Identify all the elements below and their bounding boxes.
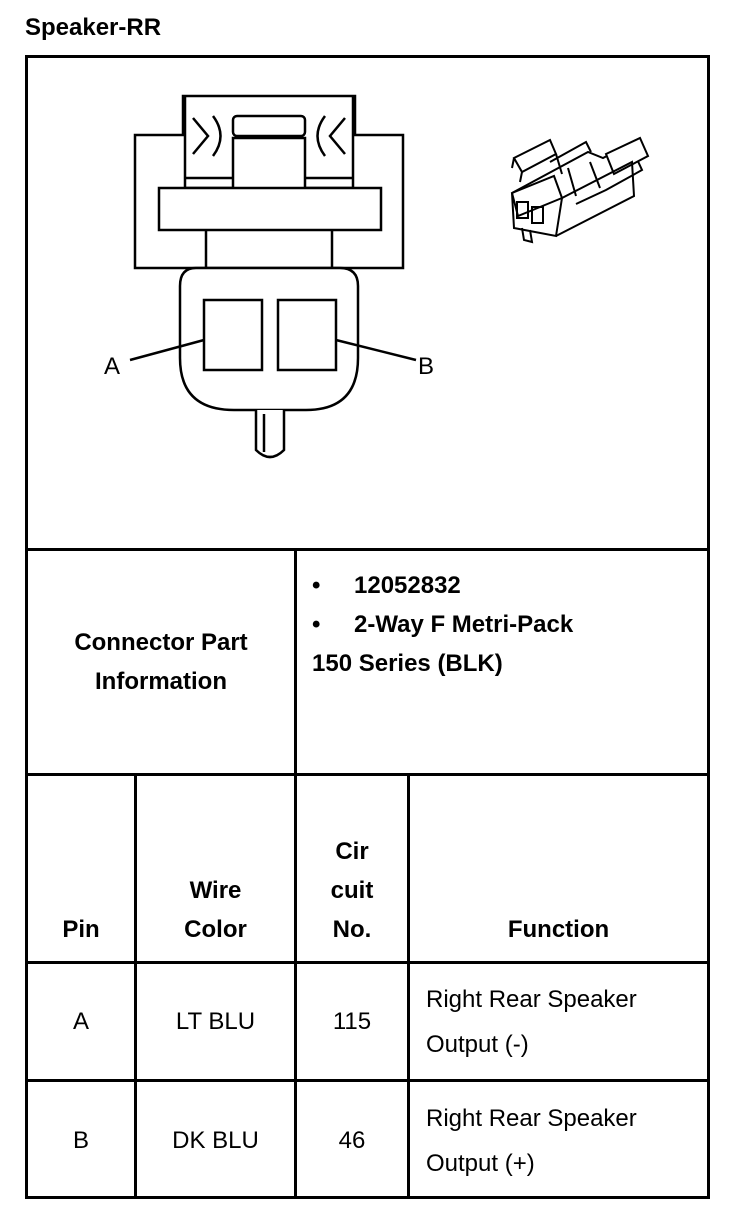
latch-inner	[231, 114, 307, 138]
divider-info	[25, 773, 710, 776]
table-row-b-circuit: 46	[338, 1127, 366, 1154]
table-row-a-circuit: 115	[332, 1008, 372, 1035]
table-row-a-pin: A	[72, 1008, 89, 1035]
leader-line-b	[335, 338, 417, 362]
page-title: Speaker-RR	[25, 14, 162, 41]
divider-col-3	[407, 773, 410, 1199]
part-number: 12052832	[312, 566, 702, 605]
pin-label-a: A	[104, 353, 120, 380]
connector-type: 2-Way F Metri-Pack	[312, 605, 702, 644]
header-pin: Pin	[62, 916, 100, 943]
divider-col-1	[134, 773, 137, 1199]
divider-diagram	[25, 548, 710, 551]
connector-info-label: Connector Part Information	[74, 629, 248, 695]
divider-row-a	[25, 1079, 710, 1082]
header-function: Function	[507, 916, 610, 943]
connector-series: 150 Series (BLK)	[312, 650, 503, 677]
table-row-b-pin: B	[72, 1127, 89, 1154]
divider-col-info	[294, 548, 297, 1199]
cavity-a	[202, 298, 264, 372]
connector-housing-outline	[133, 94, 405, 270]
cavity-b	[276, 298, 338, 372]
leader-line-a	[129, 338, 205, 362]
divider-header	[25, 961, 710, 964]
connector-table-frame	[25, 55, 710, 1199]
table-row-b-wire-color: DK BLU	[172, 1127, 259, 1154]
pin-label-b: B	[418, 353, 434, 380]
connector-diagram: A B	[104, 94, 650, 459]
crossbar	[157, 186, 383, 232]
table-row-a-wire-color: LT BLU	[175, 1008, 256, 1035]
connector-info-details: 12052832 2-Way F Metri-Pack 150 Series (…	[312, 566, 702, 766]
connector-isometric-icon	[510, 136, 650, 244]
key-tab	[254, 410, 286, 459]
